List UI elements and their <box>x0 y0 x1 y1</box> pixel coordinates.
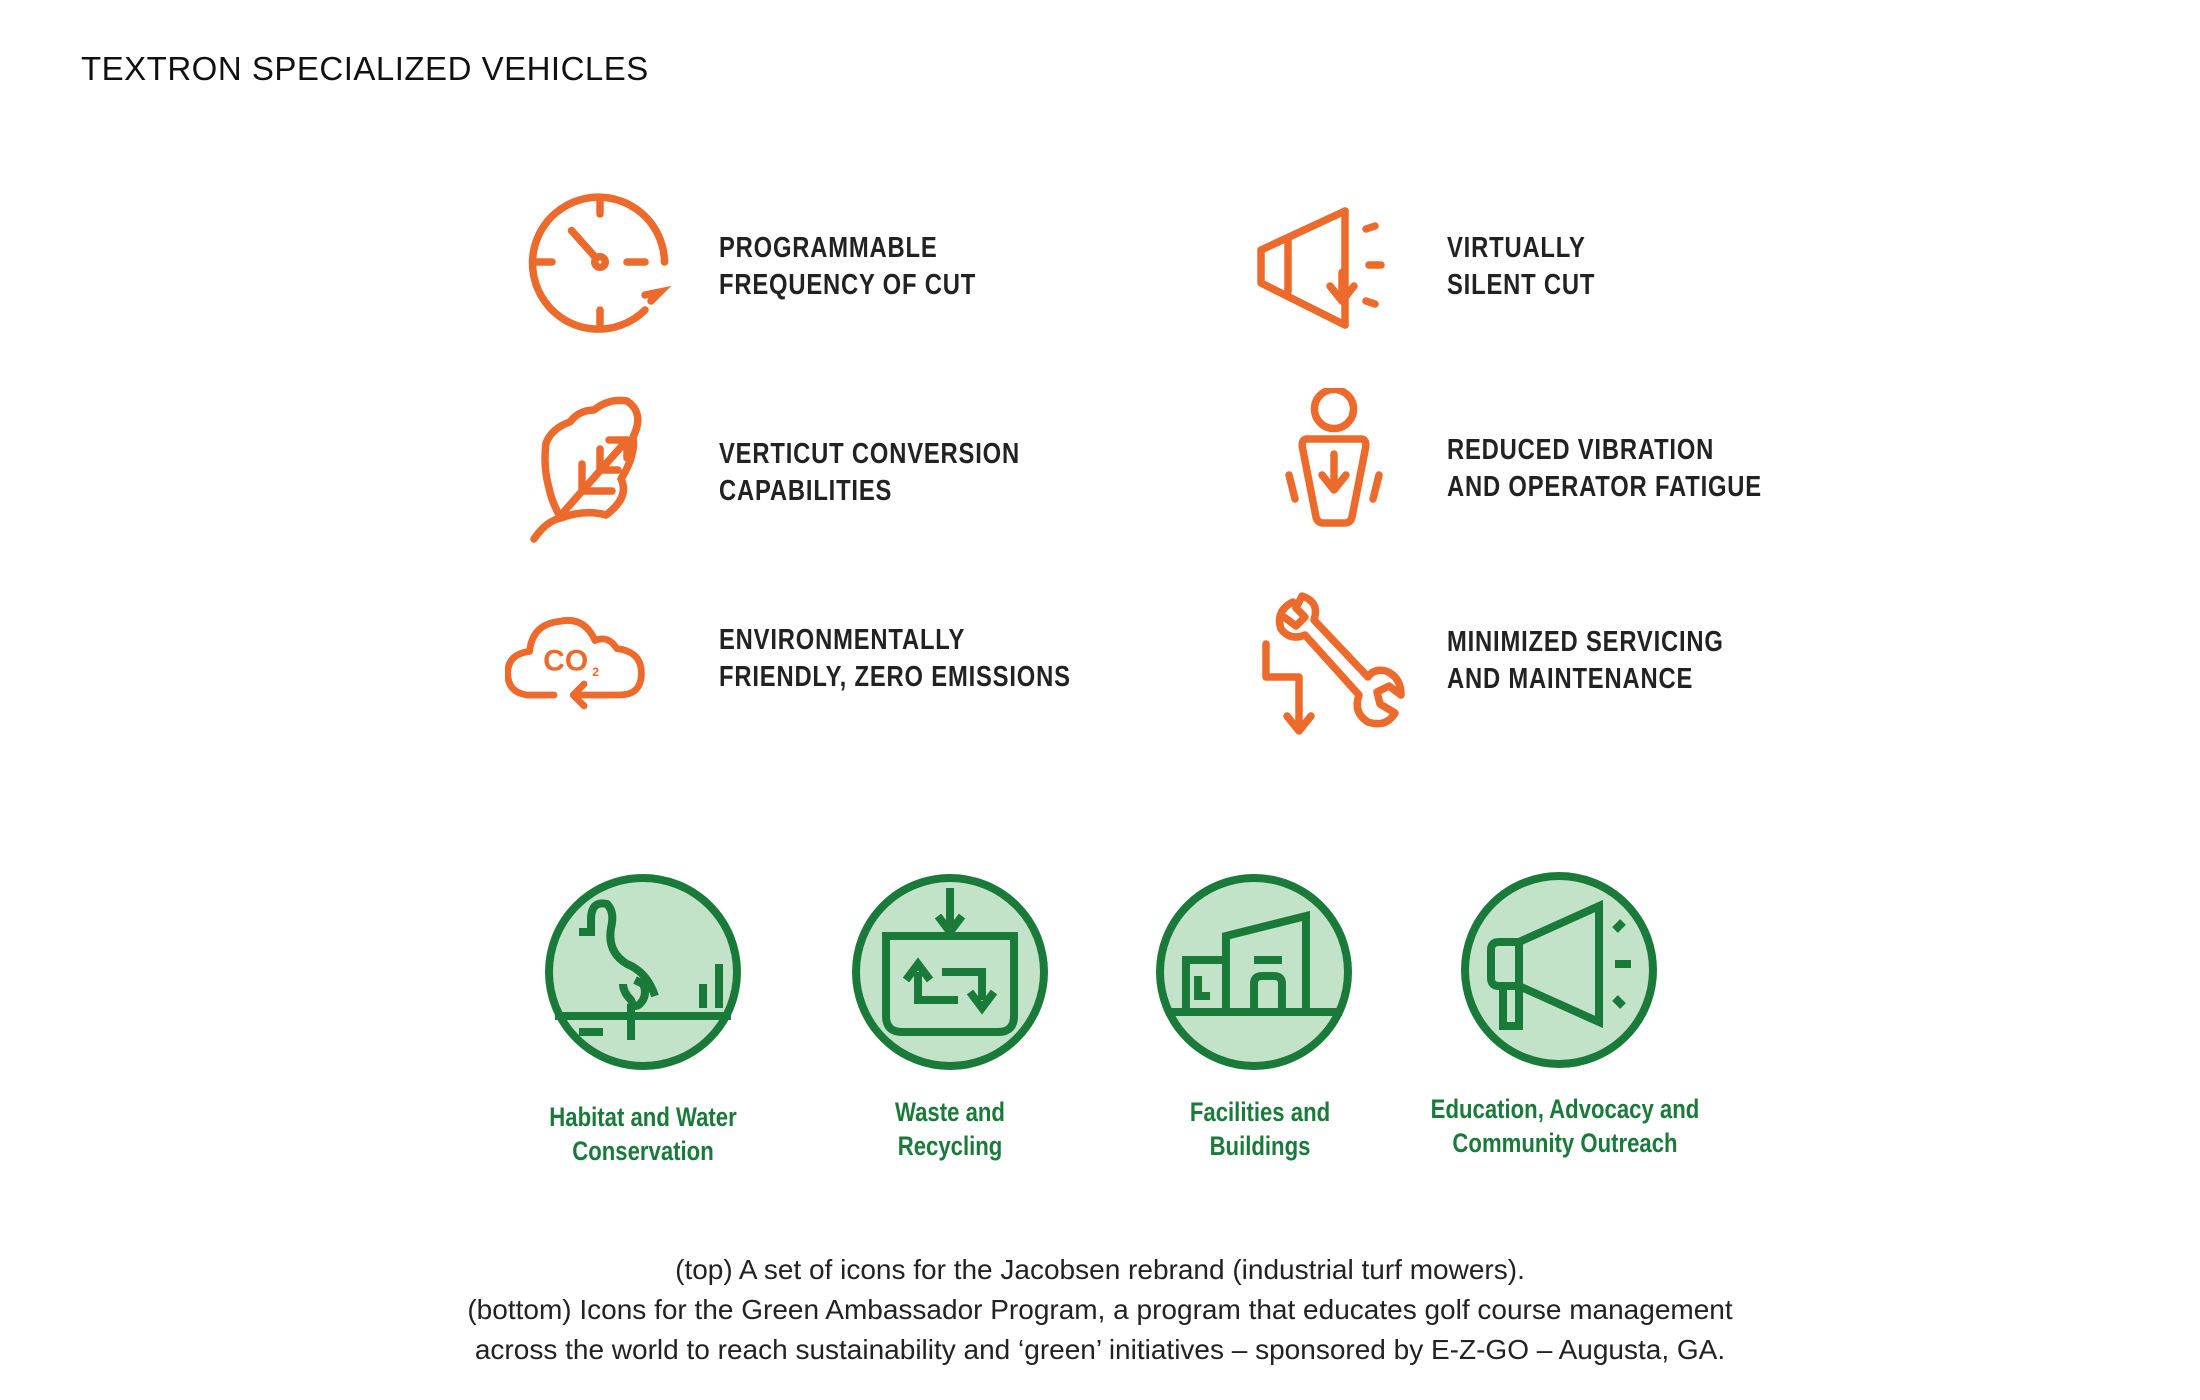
feature-line: REDUCED VIBRATION <box>1447 434 1715 466</box>
feature-line: FREQUENCY OF CUT <box>719 269 977 301</box>
feature-programmable-frequency: PROGRAMMABLE FREQUENCY OF CUT <box>719 230 976 304</box>
buildings-icon <box>1154 872 1354 1072</box>
megaphone-icon <box>1459 870 1659 1070</box>
program-line: Buildings <box>1209 1131 1311 1161</box>
program-line: Education, Advocacy and <box>1430 1094 1700 1124</box>
feature-minimized-servicing: MINIMIZED SERVICING AND MAINTENANCE <box>1447 624 1724 698</box>
program-line: Recycling <box>897 1131 1003 1161</box>
program-line: Community Outreach <box>1452 1128 1678 1158</box>
clock-icon <box>525 187 675 337</box>
program-line: Habitat and Water <box>549 1102 737 1132</box>
speaker-icon <box>1255 190 1405 340</box>
program-label-habitat: Habitat and Water Conservation <box>495 1100 790 1168</box>
feature-reduced-vibration: REDUCED VIBRATION AND OPERATOR FATIGUE <box>1447 432 1762 506</box>
feature-line: PROGRAMMABLE <box>719 232 938 264</box>
program-label-facilities: Facilities and Buildings <box>1112 1095 1407 1163</box>
feature-line: SILENT CUT <box>1447 269 1596 301</box>
caption-line: (top) A set of icons for the Jacobsen re… <box>675 1254 1525 1285</box>
person-icon <box>1262 385 1412 538</box>
co2-subscript: 2 <box>592 665 599 679</box>
feature-line: AND OPERATOR FATIGUE <box>1447 471 1762 503</box>
program-label-waste: Waste and Recycling <box>802 1095 1097 1163</box>
program-line: Facilities and <box>1189 1097 1331 1127</box>
recycle-icon <box>850 872 1050 1072</box>
wrench-icon <box>1260 590 1410 740</box>
co2-text: CO <box>543 644 588 677</box>
feature-line: MINIMIZED SERVICING <box>1447 626 1724 658</box>
program-label-education: Education, Advocacy and Community Outrea… <box>1417 1092 1712 1160</box>
feature-line: VERTICUT CONVERSION <box>719 438 1020 470</box>
caption-line: across the world to reach sustainability… <box>474 1334 1726 1365</box>
feature-silent-cut: VIRTUALLY SILENT CUT <box>1447 230 1595 304</box>
program-line: Waste and <box>895 1097 1005 1127</box>
feature-line: VIRTUALLY <box>1447 232 1586 264</box>
leaf-icon <box>525 395 675 545</box>
feature-line: FRIENDLY, ZERO EMISSIONS <box>719 661 1071 693</box>
co2-cloud-icon: CO 2 <box>504 590 655 740</box>
caption-line: (bottom) Icons for the Green Ambassador … <box>467 1294 1733 1325</box>
bird-icon <box>543 872 743 1072</box>
feature-line: ENVIRONMENTALLY <box>719 624 966 656</box>
feature-zero-emissions: ENVIRONMENTALLY FRIENDLY, ZERO EMISSIONS <box>719 622 1071 696</box>
caption: (top) A set of icons for the Jacobsen re… <box>0 1250 2200 1370</box>
feature-line: CAPABILITIES <box>719 475 893 507</box>
page-title: TEXTRON SPECIALIZED VEHICLES <box>81 50 649 87</box>
feature-verticut: VERTICUT CONVERSION CAPABILITIES <box>719 436 1020 510</box>
feature-line: AND MAINTENANCE <box>1447 663 1694 695</box>
program-line: Conservation <box>572 1136 714 1166</box>
